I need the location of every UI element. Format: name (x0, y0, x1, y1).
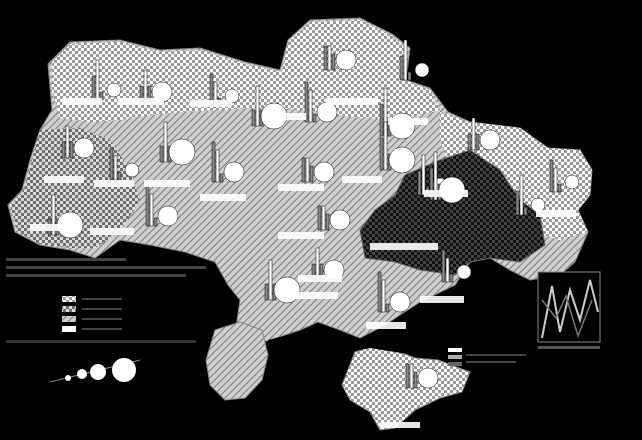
region-bar (399, 55, 404, 81)
region-bar (379, 103, 384, 137)
region-circle (388, 146, 416, 174)
region-circle (329, 209, 351, 231)
region-bar (268, 259, 273, 301)
region-bar (317, 205, 322, 231)
region-bar (163, 121, 168, 163)
region-bar (557, 183, 562, 193)
region-bar (523, 206, 528, 216)
region-bar (145, 185, 150, 227)
region-bar (383, 121, 388, 171)
region-bar (149, 193, 154, 227)
region-bar (323, 45, 328, 71)
region-bar (381, 279, 386, 313)
legend-swatch-3 (62, 316, 76, 322)
region-bar (417, 170, 422, 196)
region-bar (251, 109, 256, 127)
region-bar (413, 371, 418, 389)
region-bar (301, 157, 306, 183)
region-bar (421, 154, 426, 196)
region-circle (124, 162, 140, 178)
region-bar (471, 117, 476, 151)
region-circle (335, 49, 357, 71)
region-circle (479, 129, 501, 151)
region-bar (159, 145, 164, 163)
region-bar (211, 141, 216, 183)
region-bar (331, 53, 336, 71)
region-circle (388, 112, 416, 140)
region-bar (441, 249, 446, 283)
southwest-region (205, 321, 269, 401)
region-bar (429, 167, 434, 201)
region-labels (30, 98, 576, 428)
region-circle (417, 367, 439, 389)
region-bar (69, 141, 74, 159)
region-bar (327, 45, 332, 71)
region-bar (255, 85, 260, 127)
region-circle (273, 276, 301, 304)
region-bar (65, 125, 70, 159)
region-bar (445, 257, 450, 283)
region-bar (407, 71, 412, 81)
legend-circle-2 (77, 369, 87, 379)
region-bar (312, 113, 317, 123)
region-bar (515, 190, 520, 216)
region-bar (309, 165, 314, 183)
region-circle (168, 138, 196, 166)
legend-swatch-2 (62, 306, 76, 312)
region-bar (467, 133, 472, 151)
region-bar (51, 194, 56, 236)
region-bar (385, 303, 390, 313)
region-bar (449, 273, 454, 283)
legend (6, 258, 206, 383)
region-circle (106, 82, 122, 98)
region-bar (409, 363, 414, 389)
west-region-fill (10, 128, 140, 248)
region-bar (219, 173, 224, 183)
region-bar (377, 271, 382, 313)
legend-circle-1 (65, 375, 71, 381)
region-circle (564, 174, 580, 190)
inset-chart (537, 271, 601, 349)
sea-area (268, 326, 440, 360)
region-circle (456, 264, 472, 280)
region-circle (414, 62, 430, 78)
legend-swatch-1 (62, 296, 76, 302)
region-bar (117, 171, 122, 181)
region-circle (157, 205, 179, 227)
region-bar (305, 157, 310, 183)
region-bar (403, 39, 408, 81)
region-bar (215, 149, 220, 183)
region-bar (549, 159, 554, 193)
region-bar (475, 133, 480, 151)
region-bar (433, 151, 438, 201)
region-bar (61, 141, 66, 159)
bar-legend (448, 348, 526, 366)
region-bar (379, 137, 384, 171)
region-circle (223, 161, 245, 183)
region-bar (264, 283, 269, 301)
region-bar (153, 217, 158, 227)
region-bar (143, 69, 148, 103)
region-circle (73, 137, 95, 159)
region-circle (389, 291, 411, 313)
region-bar (405, 363, 410, 389)
legend-circle-4 (112, 358, 136, 382)
region-bar (308, 89, 313, 123)
region-bar (321, 205, 326, 231)
legend-swatch-4 (62, 326, 76, 332)
region-bar (95, 59, 100, 101)
region-bar (325, 213, 330, 231)
legend-circle-3 (90, 364, 106, 380)
region-circle (530, 197, 546, 213)
region-circle (313, 161, 335, 183)
region-bar (304, 81, 309, 123)
region-bar (519, 174, 524, 216)
region-bar (91, 75, 96, 101)
region-bar (109, 147, 114, 181)
region-bar (553, 167, 558, 193)
region-bar (113, 155, 118, 181)
